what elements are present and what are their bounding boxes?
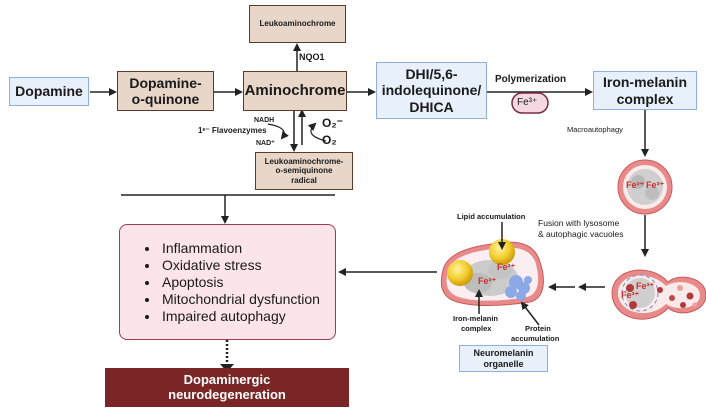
- autophagosome: [617, 159, 673, 215]
- node-dhi-line2: indolequinone/: [381, 82, 482, 99]
- label-polymerization: Polymerization: [495, 74, 567, 85]
- label-lipid: Lipid accumulation: [457, 212, 526, 221]
- node-neuromelanin-line2: organelle: [483, 358, 524, 369]
- label-fe3-pill: Fe³⁺: [517, 97, 538, 108]
- label-fe3-autophagosome-2: Fe³⁺: [646, 180, 665, 190]
- fe3-pill: [511, 92, 549, 114]
- effects-list: Inflammation Oxidative stress Apoptosis …: [142, 240, 320, 325]
- node-leukoaminochrome-label: Leukoaminochrome: [259, 19, 336, 29]
- effect-item: Oxidative stress: [160, 257, 320, 274]
- node-dopamine-quinone: Dopamine- o-quinone: [117, 71, 214, 111]
- label-iron-melanin-small-1: Iron-melanin: [453, 314, 499, 323]
- node-semiquinone: Leukoaminochrome- o-semiquinone radical: [255, 152, 353, 190]
- node-degeneration-line1: Dopaminergic: [183, 371, 271, 387]
- label-fe3-autolysosome-2: Fe³⁺: [621, 290, 640, 300]
- label-fe3-autophagosome-1: Fe³⁺: [626, 180, 645, 190]
- effect-item: Inflammation: [160, 240, 320, 257]
- node-dopamine-quinone-line2: o-quinone: [131, 91, 200, 107]
- effect-item: Apoptosis: [160, 274, 320, 291]
- node-degeneration-line2: neurodegeneration: [168, 386, 286, 402]
- node-semiquinone-line2: o-semiquinone: [275, 166, 333, 176]
- effects-box: Inflammation Oxidative stress Apoptosis …: [119, 224, 336, 340]
- label-protein-2: accumulation: [511, 334, 560, 343]
- label-protein-1: Protein: [525, 324, 551, 333]
- neuromelanin-organelle-illustration: [440, 239, 544, 306]
- label-fusion-2: & autophagic vacuoles: [538, 229, 624, 239]
- label-o2-radical: O₂⁻: [322, 116, 343, 130]
- node-dhi-line3: DHICA: [409, 98, 454, 115]
- node-aminochrome: Aminochrome: [243, 71, 347, 111]
- node-iron-melanin-line2: complex: [616, 90, 674, 107]
- node-neuromelanin-line1: Neuromelanin: [473, 348, 534, 359]
- node-dopamine-quinone-line1: Dopamine-: [129, 74, 202, 91]
- label-macroautophagy: Macroautophagy: [567, 125, 623, 134]
- label-flavoenzymes: 1ᵉ⁻ Flavoenzymes: [198, 126, 267, 135]
- node-aminochrome-label: Aminochrome: [244, 82, 346, 100]
- label-o2: O₂: [322, 133, 337, 147]
- label-fe3-autolysosome-1: Fe³⁺: [636, 281, 655, 291]
- label-fusion-1: Fusion with lysosome: [538, 218, 620, 228]
- label-fe3-organelle-1: Fe³⁺: [497, 262, 516, 272]
- autolysosome: [611, 269, 706, 320]
- node-iron-melanin: Iron-melanin complex: [593, 71, 697, 110]
- node-semiquinone-line1: Leukoaminochrome-: [264, 157, 344, 167]
- label-nad: NAD⁺: [256, 140, 275, 147]
- node-semiquinone-line3: radical: [291, 175, 317, 185]
- node-dopamine: Dopamine: [9, 77, 89, 106]
- node-leukoaminochrome: Leukoaminochrome: [249, 5, 346, 43]
- node-degeneration: Dopaminergic neurodegeneration: [105, 368, 349, 407]
- arrow-protein: [520, 301, 540, 326]
- node-dhi-line1: DHI/5,6-: [405, 66, 458, 83]
- node-dopamine-label: Dopamine: [15, 83, 83, 100]
- label-nqo1: NQO1: [299, 52, 325, 62]
- curve-nadh: [267, 123, 289, 140]
- curve-o2: [307, 122, 327, 142]
- label-fe3-organelle-2: Fe³⁺: [478, 276, 497, 286]
- label-iron-melanin-small-2: complex: [461, 324, 492, 333]
- node-neuromelanin: Neuromelanin organelle: [459, 345, 548, 372]
- label-nadh: NADH: [254, 117, 275, 124]
- node-dhi: DHI/5,6- indolequinone/ DHICA: [376, 62, 487, 119]
- effect-item: Mitochondrial dysfunction: [160, 291, 320, 308]
- effect-item: Impaired autophagy: [160, 308, 320, 325]
- node-iron-melanin-line1: Iron-melanin: [602, 74, 687, 91]
